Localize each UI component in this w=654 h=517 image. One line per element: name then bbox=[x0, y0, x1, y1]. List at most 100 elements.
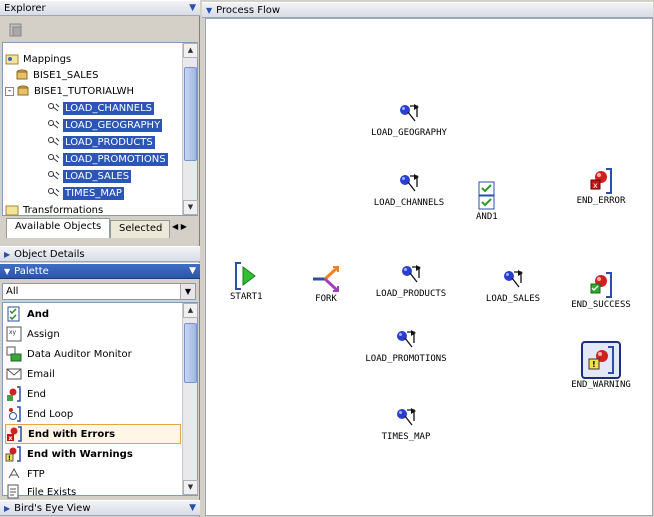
node-end-warning[interactable]: ! END_WARNING bbox=[561, 341, 641, 390]
node-load-sales[interactable]: LOAD_SALES bbox=[468, 267, 558, 304]
mapping-activity-icon bbox=[400, 174, 419, 192]
explorer-header[interactable]: Explorer ▼ bbox=[0, 0, 200, 16]
object-details-header[interactable]: ▶ Object Details bbox=[0, 246, 200, 262]
left-panel: Explorer ▼ Mappings BISE1_SALES - BISE1_… bbox=[0, 0, 200, 517]
tree-item-load-geography[interactable]: LOAD_GEOGRAPHY bbox=[47, 117, 163, 133]
tree-item-load-promotions[interactable]: LOAD_PROMOTIONS bbox=[47, 151, 168, 167]
palette-item-assign[interactable]: xy Assign bbox=[5, 324, 181, 344]
palette-title: Palette bbox=[14, 265, 49, 277]
end-success-icon bbox=[590, 272, 612, 298]
ftp-icon bbox=[5, 466, 23, 482]
mapping-activity-icon bbox=[397, 330, 416, 348]
collapse-chevron-icon[interactable]: ▼ bbox=[189, 503, 196, 513]
node-load-promotions[interactable]: LOAD_PROMOTIONS bbox=[346, 327, 466, 364]
object-details-title: Object Details bbox=[14, 248, 85, 260]
expand-triangle-icon: ▶ bbox=[4, 503, 11, 513]
node-times-map[interactable]: TIMES_MAP bbox=[366, 405, 446, 442]
scroll-up-icon[interactable]: ▲ bbox=[183, 303, 198, 318]
palette-item-email[interactable]: Email bbox=[5, 364, 181, 384]
collapse-toggle-icon[interactable]: - bbox=[5, 86, 14, 96]
end-warnings-icon: ! bbox=[5, 446, 23, 462]
palette-filter-select[interactable]: All ▼ bbox=[2, 283, 196, 300]
svg-text:!: ! bbox=[592, 360, 596, 369]
data-auditor-icon bbox=[5, 346, 23, 362]
palette-item-file-exists[interactable]: File Exists bbox=[5, 482, 181, 502]
tree-item-load-products[interactable]: LOAD_PRODUCTS bbox=[47, 134, 155, 150]
node-end-error[interactable]: x END_ERROR bbox=[561, 167, 641, 206]
process-flow-title: Process Flow bbox=[216, 4, 281, 16]
mapping-activity-icon bbox=[402, 265, 421, 283]
tree-item-bise1-tutorialwh[interactable]: - BISE1_TUTORIALWH bbox=[5, 83, 136, 99]
scroll-down-icon[interactable]: ▼ bbox=[183, 200, 198, 215]
scroll-thumb[interactable] bbox=[184, 323, 197, 383]
node-load-channels[interactable]: LOAD_CHANNELS bbox=[354, 171, 464, 208]
transformations-folder-icon bbox=[5, 204, 19, 216]
mapping-icon bbox=[47, 153, 61, 165]
expand-triangle-icon: ▶ bbox=[4, 249, 11, 259]
assign-icon: xy bbox=[5, 326, 23, 342]
scroll-down-icon[interactable]: ▼ bbox=[183, 480, 198, 495]
explorer-tree[interactable]: Mappings BISE1_SALES - BISE1_TUTORIALWH … bbox=[2, 42, 198, 216]
node-load-products[interactable]: LOAD_PRODUCTS bbox=[356, 262, 466, 299]
node-and1[interactable]: AND1 bbox=[476, 181, 498, 222]
tab-available-objects[interactable]: Available Objects bbox=[6, 218, 111, 238]
tree-item-bise1-sales[interactable]: BISE1_SALES bbox=[15, 67, 100, 83]
node-end-success[interactable]: END_SUCCESS bbox=[561, 271, 641, 310]
end-warning-icon: ! bbox=[581, 341, 621, 379]
palette-item-and[interactable]: And bbox=[5, 304, 181, 324]
module-icon bbox=[15, 69, 29, 81]
svg-text:!: ! bbox=[8, 455, 11, 462]
module-icon bbox=[16, 85, 30, 97]
mapping-icon bbox=[47, 119, 61, 131]
and-icon bbox=[478, 181, 495, 210]
palette-scrollbar[interactable]: ▲ ▼ bbox=[182, 303, 198, 495]
dropdown-arrow-icon[interactable]: ▼ bbox=[180, 284, 195, 299]
explorer-scrollbar[interactable]: ▲ ▼ bbox=[182, 43, 198, 215]
palette-item-end[interactable]: End bbox=[5, 384, 181, 404]
fork-icon bbox=[313, 266, 339, 292]
tree-item-load-sales[interactable]: LOAD_SALES bbox=[47, 168, 132, 184]
svg-text:x: x bbox=[9, 435, 13, 442]
tab-selected[interactable]: Selected bbox=[110, 220, 170, 238]
explorer-title: Explorer bbox=[4, 2, 46, 14]
svg-text:x: x bbox=[593, 181, 598, 190]
tree-item-times-map[interactable]: TIMES_MAP bbox=[47, 185, 124, 201]
palette-list: And xy Assign Data Auditor Monitor Email… bbox=[2, 302, 198, 499]
tree-item-transformations[interactable]: Transformations bbox=[5, 202, 105, 218]
collapse-chevron-icon[interactable]: ▼ bbox=[189, 3, 196, 13]
node-load-geography[interactable]: LOAD_GEOGRAPHY bbox=[354, 101, 464, 138]
mapping-activity-icon bbox=[400, 104, 419, 122]
palette-item-end-with-errors[interactable]: x End with Errors bbox=[5, 424, 181, 444]
palette-item-data-auditor-monitor[interactable]: Data Auditor Monitor bbox=[5, 344, 181, 364]
birds-eye-title: Bird's Eye View bbox=[14, 502, 91, 514]
tree-item-load-channels[interactable]: LOAD_CHANNELS bbox=[47, 100, 154, 116]
scroll-thumb[interactable] bbox=[184, 67, 197, 161]
end-icon bbox=[5, 386, 23, 402]
palette-item-end-loop[interactable]: End Loop bbox=[5, 404, 181, 424]
palette-item-ftp[interactable]: FTP bbox=[5, 464, 181, 484]
collapse-chevron-icon[interactable]: ▼ bbox=[189, 266, 196, 276]
mapping-activity-icon bbox=[504, 270, 523, 288]
process-flow-header[interactable]: ▼ Process Flow bbox=[202, 2, 653, 18]
file-exists-icon bbox=[5, 484, 23, 500]
scroll-up-icon[interactable]: ▲ bbox=[183, 43, 198, 58]
end-loop-icon bbox=[5, 406, 23, 422]
process-flow-canvas[interactable]: LOAD_GEOGRAPHY LOAD_CHANNELS AND1 x END_… bbox=[205, 18, 653, 516]
birds-eye-header[interactable]: ▶ Bird's Eye View ▼ bbox=[0, 500, 200, 516]
end-errors-icon: x bbox=[6, 426, 24, 442]
palette-item-end-with-warnings[interactable]: ! End with Warnings bbox=[5, 444, 181, 464]
node-start1[interactable]: START1 bbox=[230, 261, 263, 302]
collapse-triangle-icon: ▼ bbox=[4, 266, 11, 276]
mapping-icon bbox=[47, 170, 61, 182]
refresh-icon[interactable] bbox=[8, 22, 24, 38]
mapping-activity-icon bbox=[397, 408, 416, 426]
tab-scroll-arrows[interactable]: ◀ ▶ bbox=[172, 222, 187, 231]
mappings-folder-icon bbox=[5, 53, 19, 65]
palette-header[interactable]: ▼ Palette ▼ bbox=[0, 263, 200, 279]
svg-text:xy: xy bbox=[9, 329, 17, 336]
explorer-tabs: Available Objects Selected ◀ ▶ bbox=[2, 218, 198, 238]
node-fork[interactable]: FORK bbox=[306, 265, 346, 304]
mapping-icon bbox=[47, 136, 61, 148]
collapse-triangle-icon: ▼ bbox=[206, 5, 213, 15]
tree-item-mappings[interactable]: Mappings bbox=[5, 51, 73, 67]
